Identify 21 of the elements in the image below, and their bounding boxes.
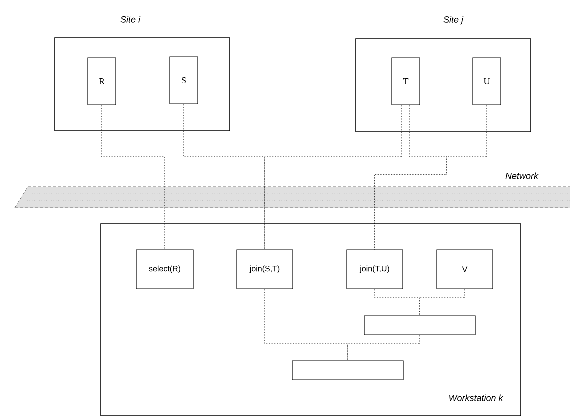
connector-line — [348, 335, 420, 361]
node-label: Site i — [120, 16, 141, 23]
connector-line — [420, 289, 466, 316]
connector-line — [374, 105, 448, 250]
connector-line — [264, 289, 348, 361]
operation-box: select(R) — [136, 250, 194, 290]
operation-box: join(T,U) — [346, 250, 404, 290]
relation-box: R — [88, 58, 116, 106]
operation-box: V — [436, 250, 494, 290]
connector-line — [374, 105, 488, 250]
relation-box: U — [472, 58, 502, 106]
result-bar — [292, 360, 404, 380]
result-bar — [364, 316, 476, 336]
relation-box: S — [170, 56, 198, 104]
operation-box: join(S,T) — [236, 250, 294, 290]
connector-line — [102, 105, 166, 250]
node-label: Site j — [444, 16, 464, 25]
connector-line — [184, 104, 266, 250]
relation-box: T — [392, 58, 420, 106]
connector-line — [264, 105, 402, 250]
network-label: Network — [506, 172, 539, 180]
